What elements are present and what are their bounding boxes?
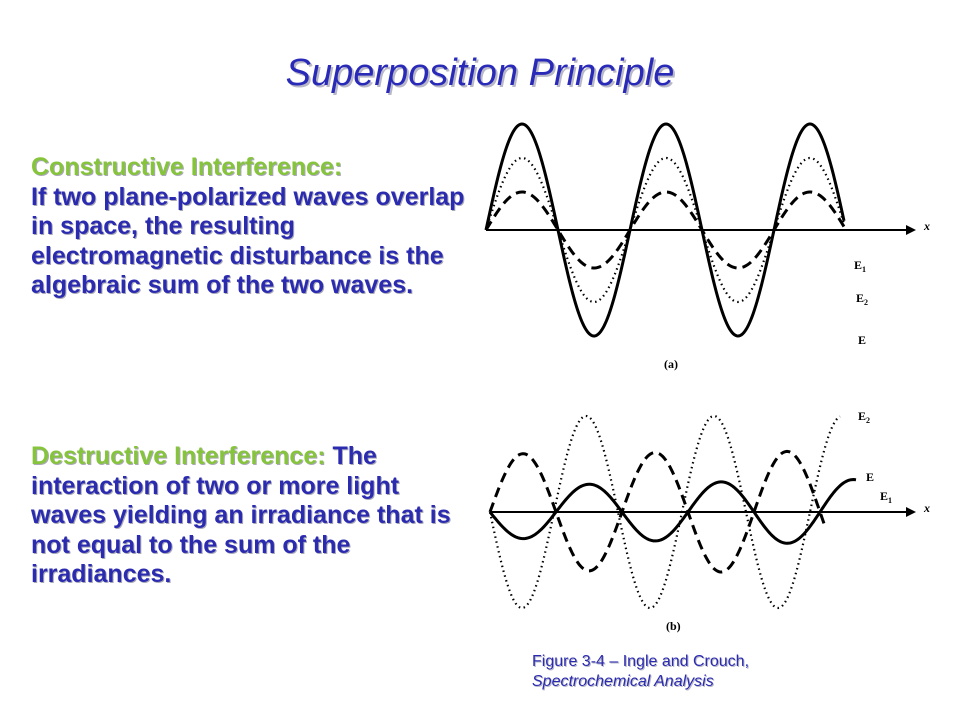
caption-line-2: Spectrochemical Analysis bbox=[532, 673, 714, 690]
slide-title: Superposition Principle bbox=[285, 52, 675, 94]
constructive-interference-block: Constructive Interference: If two plane-… bbox=[31, 153, 471, 301]
figure-a-e2-label: E2 bbox=[856, 291, 868, 307]
figure-a-constructive-waves: x E1 E2 E (a) bbox=[484, 122, 930, 371]
figure-caption: Figure 3-4 – Ingle and Crouch, Spectroch… bbox=[532, 652, 749, 692]
figure-b-e-label: E bbox=[866, 470, 874, 484]
figure-a-resultant-wave bbox=[484, 122, 846, 338]
constructive-heading: Constructive Interference: bbox=[31, 153, 343, 181]
figure-a-e1-label: E1 bbox=[854, 258, 866, 274]
figure-b-e2-label: E2 bbox=[858, 409, 870, 425]
figure-b-axis-label: x bbox=[923, 501, 930, 515]
destructive-interference-block: Destructive Interference: The interactio… bbox=[31, 442, 471, 590]
figure-b-resultant-wave bbox=[488, 478, 857, 545]
figure-a-axis-arrow bbox=[906, 225, 916, 235]
figure-b-e1-label: E1 bbox=[880, 489, 892, 505]
figure-b-destructive-waves: x E2 E E1 (b) bbox=[488, 409, 930, 633]
figure-a-panel-label: (a) bbox=[664, 357, 678, 371]
figure-b-panel-label: (b) bbox=[666, 619, 681, 633]
figure-a-axis-label: x bbox=[923, 219, 930, 233]
destructive-heading: Destructive Interference: bbox=[31, 442, 326, 470]
figure-a-e-label: E bbox=[858, 333, 866, 347]
figure-b-axis-arrow bbox=[906, 507, 916, 517]
figure-a-e1-wave bbox=[484, 190, 846, 270]
destructive-body: The interaction of two or more light wav… bbox=[31, 442, 451, 588]
caption-line-1: Figure 3-4 – Ingle and Crouch, bbox=[532, 653, 750, 670]
constructive-body: If two plane-polarized waves overlap in … bbox=[31, 182, 465, 300]
